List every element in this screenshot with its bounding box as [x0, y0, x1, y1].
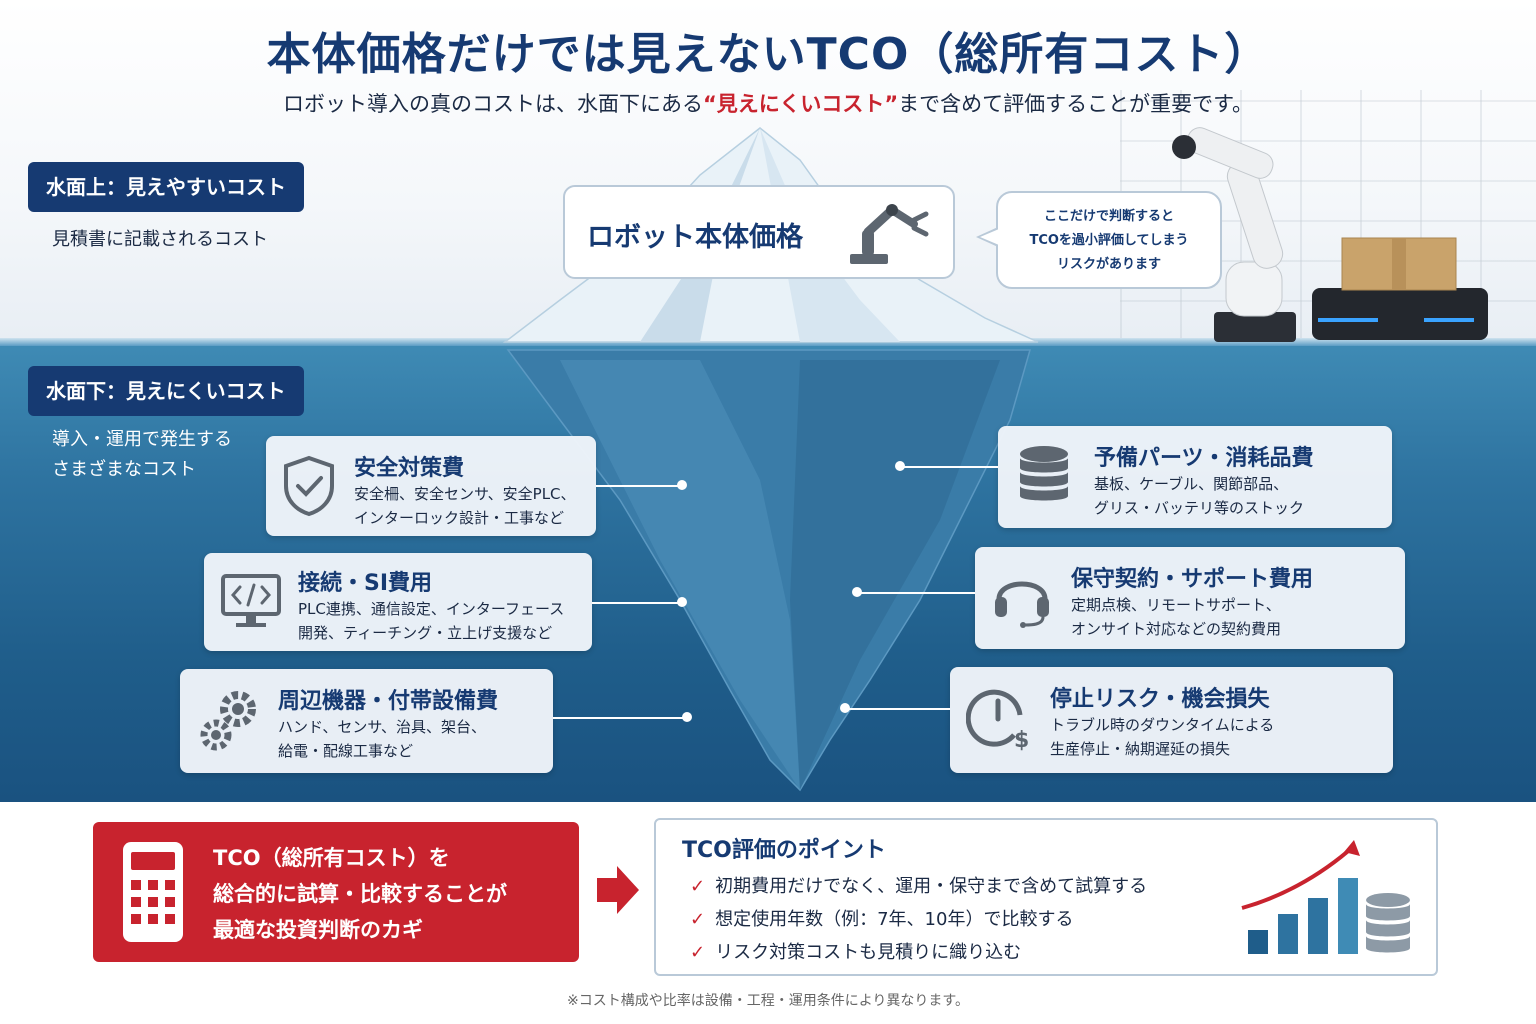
iceberg-tip-shade-2 [760, 128, 900, 342]
cost-card-desc: ハンド、センサ、治具、架台、 給電・配線工事など [278, 715, 486, 763]
above-water-tag: 水面上：見えやすいコスト [28, 162, 304, 212]
cost-card-desc: 基板、ケーブル、関節部品、 グリス・バッテリ等のストック [1094, 472, 1304, 520]
tco-point-item: ✓ リスク対策コストも見積りに織り込む [690, 938, 1021, 964]
tco-point-text: リスク対策コストも見積りに織り込む [715, 942, 1022, 963]
iceberg-tip-shade [640, 128, 760, 342]
amr-cart-with-box [1312, 237, 1488, 340]
cost-card-line: 基板、ケーブル、関節部品、 [1094, 475, 1289, 493]
cost-card-line: トラブル時のダウンタイムによる [1050, 716, 1275, 734]
database-icon [1020, 446, 1068, 501]
check-icon: ✓ [690, 909, 706, 930]
below-water-desc: 導入・運用で発生する さまざまなコスト [52, 425, 232, 485]
tco-point-item: ✓ 想定使用年数（例：7年、10年）で比較する [690, 905, 1073, 931]
page-subtitle: ロボット導入の真のコストは、水面下にある“見えにくいコスト”まで含めて評価するこ… [0, 88, 1536, 118]
connector-line [900, 466, 998, 468]
cost-card-desc: トラブル時のダウンタイムによる 生産停止・納期遅延の損失 [1050, 713, 1274, 761]
cost-card-line: インターロック設計・工事など [354, 509, 565, 527]
gears-icon [200, 691, 256, 751]
conclusion-line-3: 最適な投資判断のカギ [213, 918, 423, 942]
below-water-desc-1: 導入・運用で発生する [52, 429, 232, 450]
cost-card-downtime: $ 停止リスク・機会損失 トラブル時のダウンタイムによる 生産停止・納期遅延の損… [950, 667, 1393, 773]
monitor-code-icon [221, 574, 281, 627]
cost-card-title: 周辺機器・付帯設備費 [278, 689, 499, 714]
warning-bubble: ここだけで判断すると TCOを過小評価してしまう リスクがあります [996, 191, 1222, 289]
cost-card-line: オンサイト対応などの契約費用 [1071, 620, 1282, 638]
connector-dot [677, 597, 687, 607]
connector-dot [895, 461, 905, 471]
cost-card-desc: 安全柵、安全センサ、安全PLC、 インターロック設計・工事など [354, 482, 576, 530]
check-icon: ✓ [690, 942, 706, 963]
conclusion-line-1: TCO（総所有コスト）を [213, 846, 450, 870]
cost-card-title: 安全対策費 [354, 456, 465, 481]
conclusion-box: TCO（総所有コスト）を 総合的に試算・比較することが 最適な投資判断のカギ [93, 822, 579, 962]
connector-line [553, 717, 687, 719]
connector-line [857, 592, 975, 594]
cost-card-line: 給電・配線工事など [278, 742, 414, 760]
cost-card-title: 接続・SI費用 [298, 571, 433, 596]
page-title: 本体価格だけでは見えないTCO（総所有コスト） [266, 29, 1270, 80]
cost-card-line: グリス・バッテリ等のストック [1094, 499, 1305, 517]
tco-points-title: TCO評価のポイント [682, 838, 886, 863]
connector-dot [682, 712, 692, 722]
cost-card-peripherals: 周辺機器・付帯設備費 ハンド、センサ、治具、架台、 給電・配線工事など [180, 669, 553, 773]
robot-arm-icon [850, 204, 929, 264]
bubble-tail-inner [980, 229, 999, 245]
connector-line [592, 602, 682, 604]
cost-card-title: 予備パーツ・消耗品費 [1094, 446, 1314, 471]
bubble-line-3: リスクがあります [1056, 257, 1161, 272]
industrial-robot-arm [1172, 127, 1296, 342]
footnote: ※コスト構成や比率は設備・工程・運用条件により異なります。 [566, 993, 970, 1009]
cost-card-spare-parts: 予備パーツ・消耗品費 基板、ケーブル、関節部品、 グリス・バッテリ等のストック [998, 426, 1392, 528]
cost-card-line: ハンド、センサ、治具、架台、 [278, 718, 487, 736]
shield-check-icon [284, 455, 334, 517]
cost-card-desc: 定期点検、リモートサポート、 オンサイト対応などの契約費用 [1071, 593, 1281, 641]
cost-card-si: 接続・SI費用 PLC連携、通信設定、インターフェース 開発、ティーチング・立上… [204, 553, 592, 651]
cost-card-line: 開発、ティーチング・立上げ支援など [298, 624, 553, 642]
connector-dot [840, 703, 850, 713]
cost-card-desc: PLC連携、通信設定、インターフェース 開発、ティーチング・立上げ支援など [298, 597, 564, 645]
cost-card-line: 定期点検、リモートサポート、 [1071, 596, 1281, 614]
connector-line [596, 485, 682, 487]
bubble-line-1: ここだけで判断すると [1043, 209, 1174, 224]
check-icon: ✓ [690, 876, 706, 897]
connector-line [845, 708, 950, 710]
below-water-tag: 水面下：見えにくいコスト [28, 366, 304, 416]
iceberg-underwater-facet [560, 360, 800, 790]
headset-icon [995, 581, 1049, 628]
tco-point-text: 初期費用だけでなく、運用・保守まで含めて試算する [715, 876, 1148, 897]
cost-card-line: 安全柵、安全センサ、安全PLC、 [354, 485, 576, 503]
conclusion-line-2: 総合的に試算・比較することが [213, 882, 507, 906]
tco-point-text: 想定使用年数（例：7年、10年）で比較する [715, 909, 1074, 930]
above-water-desc: 見積書に記載されるコスト [52, 229, 268, 250]
clock-dollar-icon: $ [966, 689, 1029, 751]
connector-dot [852, 587, 862, 597]
connector-dot [677, 480, 687, 490]
cost-card-title: 停止リスク・機会損失 [1050, 687, 1270, 712]
tco-point-item: ✓ 初期費用だけでなく、運用・保守まで含めて試算する [690, 872, 1147, 898]
subtitle-after: まで含めて評価することが重要です。 [898, 92, 1254, 116]
cost-card-line: PLC連携、通信設定、インターフェース [298, 600, 565, 618]
cost-card-line: 生産停止・納期遅延の損失 [1050, 740, 1231, 758]
cost-card-safety: 安全対策費 安全柵、安全センサ、安全PLC、 インターロック設計・工事など [266, 436, 596, 536]
tco-points-box: TCO評価のポイント ✓ 初期費用だけでなく、運用・保守まで含めて試算する ✓ 想定… [654, 818, 1438, 976]
calculator-icon [123, 842, 183, 942]
cost-card-title: 保守契約・サポート費用 [1071, 567, 1314, 592]
svg-text:$: $ [1014, 728, 1029, 751]
robot-price-box: ロボット本体価格 [563, 185, 955, 279]
growth-chart-icon [1241, 840, 1410, 954]
bubble-line-2: TCOを過小評価してしまう [1029, 233, 1189, 248]
subtitle-highlight: “見えにくいコスト” [702, 92, 899, 116]
arrow-right-icon [597, 866, 639, 914]
robot-price-label: ロボット本体価格 [587, 222, 803, 253]
cost-card-maintenance: 保守契約・サポート費用 定期点検、リモートサポート、 オンサイト対応などの契約費… [975, 547, 1405, 649]
below-water-desc-2: さまざまなコスト [52, 459, 196, 480]
subtitle-before: ロボット導入の真のコストは、水面下にある [282, 92, 703, 116]
